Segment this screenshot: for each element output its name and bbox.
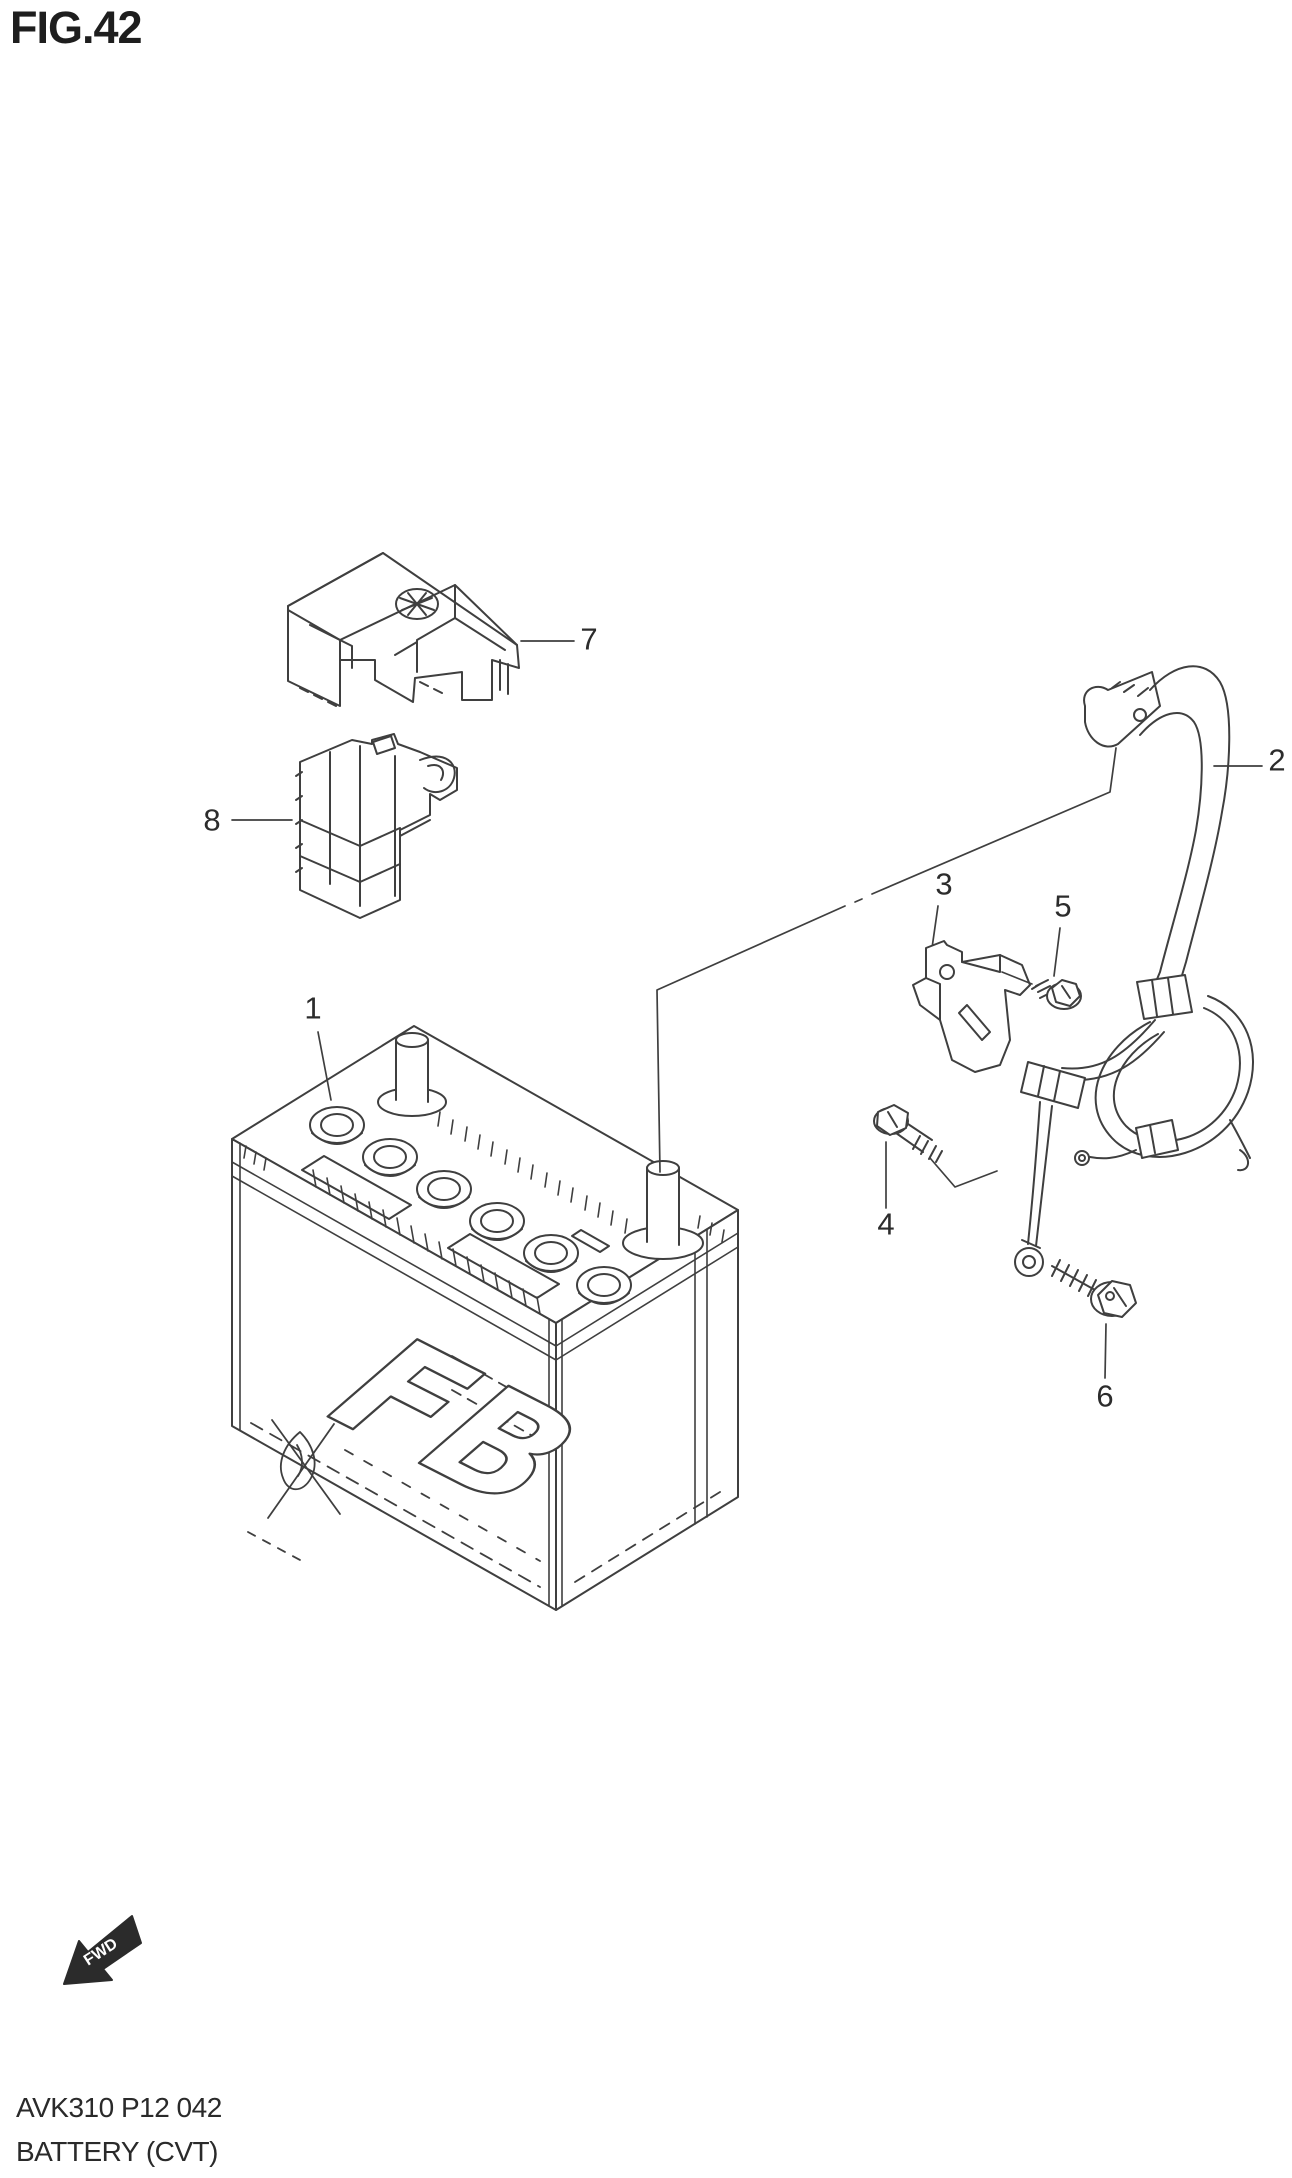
fwd-arrow: FWD: [63, 1915, 142, 1985]
callout-part-4: 4: [877, 1206, 895, 1242]
bolt-part4: [873, 1104, 943, 1163]
callout-part-2: 2: [1268, 742, 1286, 778]
bolt-part5: [1031, 979, 1082, 1010]
callout-part-7: 7: [580, 621, 598, 657]
battery-cable-part2: [1014, 665, 1254, 1277]
callout-part-5: 5: [1054, 888, 1072, 924]
terminal-assembly-part8: [295, 733, 458, 919]
callout-part-1: 1: [304, 990, 322, 1026]
bracket-part3: [912, 940, 1033, 1073]
callout-part-3: 3: [935, 866, 953, 902]
no-flame-icon: [247, 1419, 341, 1561]
figure-caption: BATTERY (CVT): [16, 2136, 218, 2167]
fwd-arrow-shape: [63, 1915, 142, 1985]
bolt-part6: [1051, 1259, 1137, 1318]
battery-cover-part7: [287, 552, 520, 707]
battery-part1: FB: [231, 1025, 739, 1611]
battery-terminal-posts: [377, 1032, 704, 1260]
callout-part-6: 6: [1096, 1378, 1114, 1414]
figure-code: AVK310 P12 042: [16, 2092, 222, 2123]
figure-title: FIG.42: [10, 2, 143, 53]
callout-part-8: 8: [203, 802, 221, 838]
leader-lines: [231, 640, 1263, 1379]
